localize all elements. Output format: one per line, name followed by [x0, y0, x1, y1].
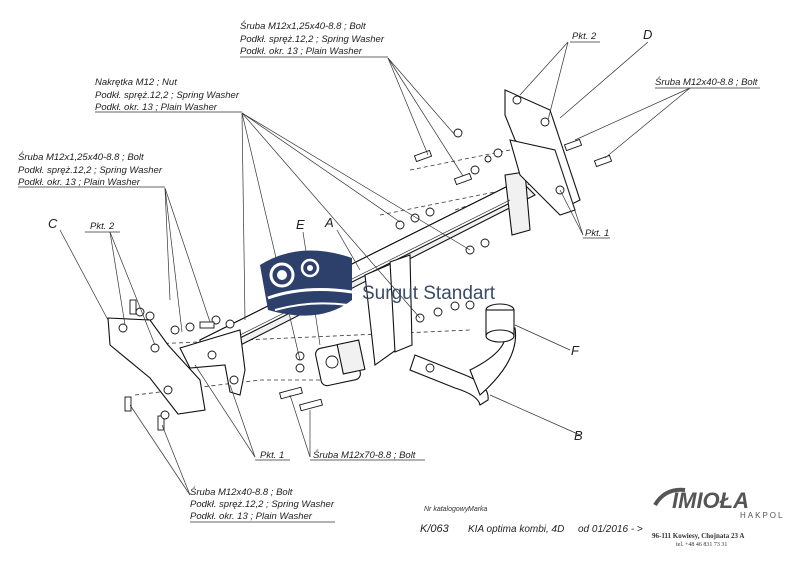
- callout-line: Podkł. okr. 13 ; Plain Washer: [240, 46, 363, 57]
- part-label-f: F: [571, 343, 580, 358]
- brand-name: IMIOŁA: [672, 488, 749, 513]
- part-label-c: C: [48, 216, 58, 231]
- label-pkt1-bottom: Pkt. 1: [260, 450, 284, 461]
- ball-cover-part-f: [485, 303, 515, 343]
- gear-icon: [269, 262, 295, 288]
- watermark-logo: Surgut Standart: [260, 250, 496, 316]
- catalog-footer: Nr katalogowy Marka K/063 KIA optima kom…: [420, 506, 643, 535]
- brand-phone: tel. +48 46 831 73 31: [676, 542, 727, 548]
- left-bracket-part-c: [107, 317, 206, 415]
- left-inner-bracket: [179, 329, 246, 396]
- callout-line: Podkł. spręż.12,2 ; Spring Washer: [190, 499, 335, 510]
- make-caption: Marka: [468, 506, 488, 513]
- brand-subname: HAKPOL: [740, 511, 784, 520]
- fasteners: [124, 128, 613, 431]
- callout-line: Nakrętka M12 ; Nut: [95, 77, 177, 88]
- callout-bolt-top: Śruba M12x1,25x40-8.8 ; Bolt Podkł. sprę…: [240, 20, 385, 57]
- vehicle-model: KIA optima kombi, 4D: [468, 524, 564, 535]
- callout-bolt-left: Śruba M12x1,25x40-8.8 ; Bolt Podkł. sprę…: [18, 151, 163, 188]
- callout-line: Podkł. okr. 13 ; Plain Washer: [95, 102, 218, 113]
- label-underlines: [18, 41, 760, 523]
- label-pkt2-top: Pkt. 2: [572, 31, 597, 42]
- part-label-e: E: [296, 217, 305, 232]
- right-bracket-part-d: [504, 89, 581, 216]
- manufacturer-logo: IMIOŁA HAKPOL 96-111 Kowiesy, Chojnata 2…: [652, 487, 784, 548]
- part-label-b: B: [574, 428, 583, 443]
- callout-bolt-bottom: Śruba M12x40-8.8 ; Bolt Podkł. spręż.12,…: [190, 486, 335, 522]
- callout-nut-group: Nakrętka M12 ; Nut Podkł. spręż.12,2 ; S…: [95, 77, 240, 113]
- socket-plate-part-e: [315, 339, 366, 387]
- callout-line: Podkł. spręż.12,2 ; Spring Washer: [95, 90, 240, 101]
- center-mounting-plate: [364, 254, 413, 366]
- part-label-a: A: [324, 215, 334, 230]
- model-years: od 01/2016 - >: [578, 524, 643, 535]
- callout-line: Podkł. spręż.12,2 ; Spring Washer: [240, 34, 385, 45]
- callout-line: Podkł. spręż.12,2 ; Spring Washer: [18, 165, 163, 176]
- catalog-number: K/063: [420, 523, 450, 535]
- part-label-d: D: [643, 27, 652, 42]
- callout-bolt-middle: Śruba M12x70-8.8 ; Bolt: [313, 449, 416, 461]
- watermark-text: Surgut Standart: [362, 283, 496, 304]
- callout-line: Podkł. okr. 13 ; Plain Washer: [18, 177, 141, 188]
- label-pkt2-left: Pkt. 2: [90, 221, 115, 232]
- callout-line: Śruba M12x40-8.8 ; Bolt: [190, 486, 293, 498]
- callout-line: Śruba M12x1,25x40-8.8 ; Bolt: [18, 151, 144, 163]
- callout-line: Śruba M12x1,25x40-8.8 ; Bolt: [240, 20, 366, 32]
- gear-icon: [300, 258, 320, 278]
- towball-neck-part-b: [409, 327, 517, 406]
- label-pkt1-right: Pkt. 1: [585, 228, 609, 239]
- catalog-number-caption: Nr katalogowy: [424, 506, 469, 513]
- callout-line: Podkł. okr. 13 ; Plain Washer: [190, 511, 313, 522]
- callout-bolt-right: Śruba M12x40-8.8 ; Bolt: [655, 76, 758, 88]
- brand-address: 96-111 Kowiesy, Chojnata 23 A: [652, 532, 744, 540]
